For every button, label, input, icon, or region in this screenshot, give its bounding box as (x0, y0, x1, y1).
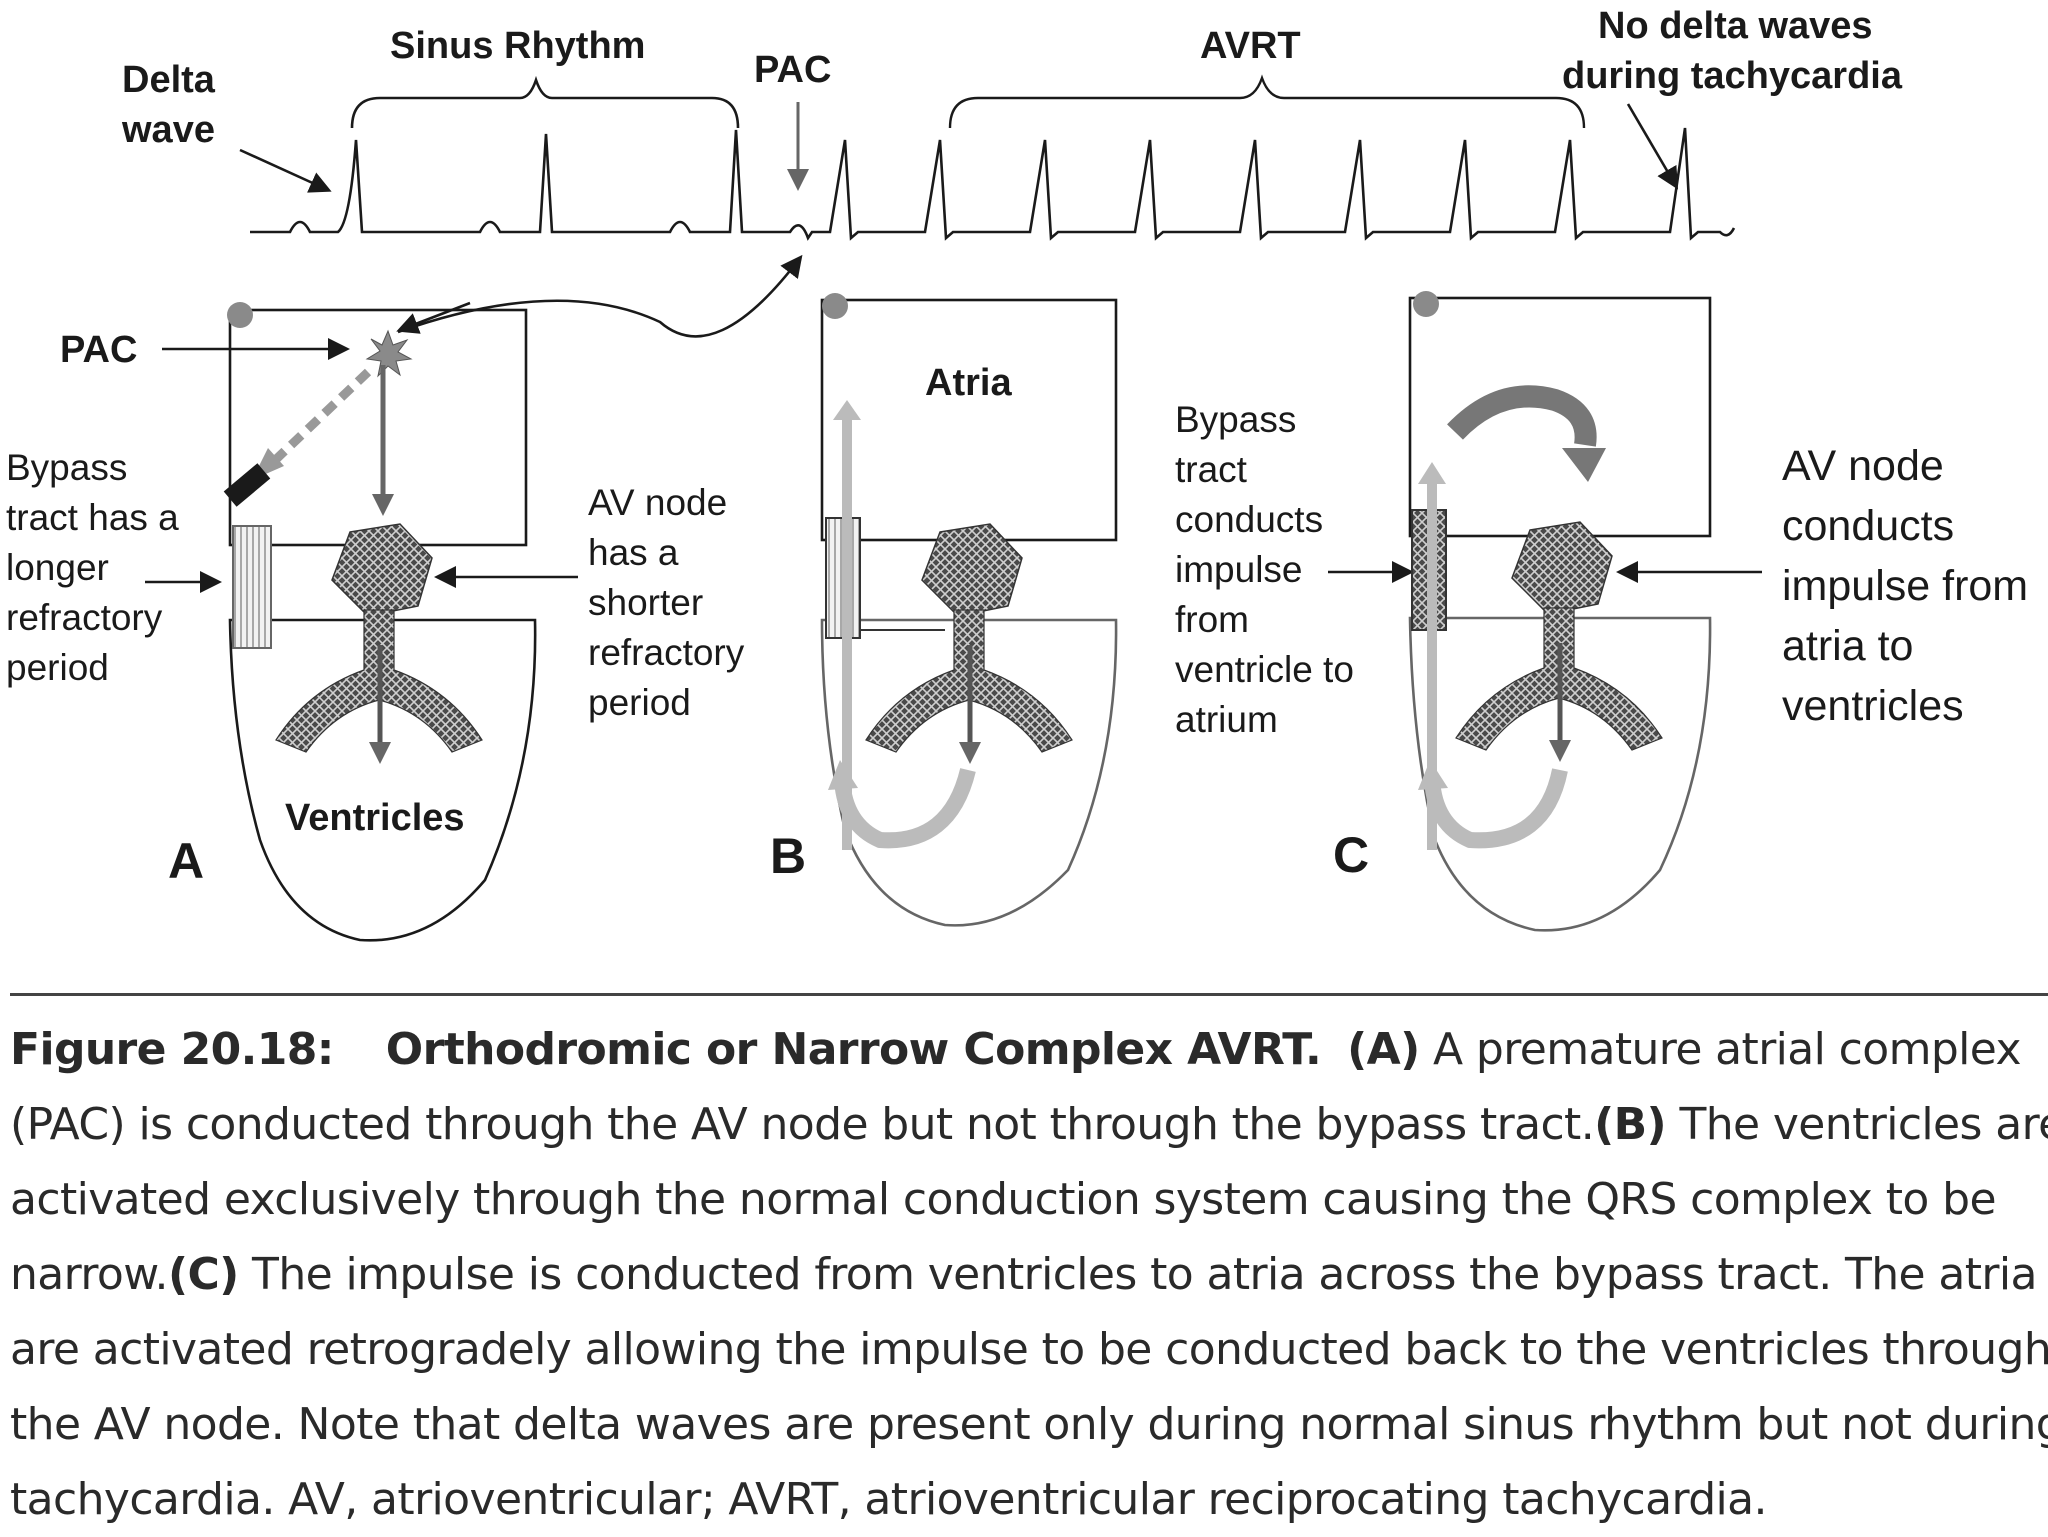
panel-c-reentry-arrow (1447, 385, 1597, 447)
panel-b-sa-node (822, 293, 848, 319)
panel-c-sa-node (1413, 291, 1439, 317)
panel-b-bypass-label-line3: conducts (1175, 499, 1323, 540)
panel-b-ventricles (820, 618, 1118, 927)
caption-line-7: tachycardia. AV, atrioventricular; AVRT,… (10, 1474, 1768, 1525)
panel-a-av-node-label-line3: shorter (588, 582, 703, 623)
panel-a-av-node (331, 523, 433, 617)
caption-line-1: Figure 20.18: Orthodromic or Narrow Compl… (10, 1012, 2048, 1087)
panel-b-loop-arrowhead (828, 760, 858, 790)
panel-c-av-node-label-line5: ventricles (1782, 682, 1964, 730)
panel-b-letter: B (770, 828, 806, 884)
panel-c-av-node-label-line2: conducts (1782, 502, 1954, 550)
sinus-rhythm-brace (350, 75, 740, 129)
panel-a-av-node-label-line4: refractory (588, 632, 745, 673)
caption-text-4: narrow. (10, 1249, 169, 1300)
panel-a-av-node-label-line1: AV node (588, 482, 727, 523)
panel-a-bypass-tract (232, 525, 272, 649)
caption-line-5: are activated retrogradely allowing the … (10, 1324, 2048, 1375)
ecg-trace (250, 127, 1736, 241)
caption-title: Orthodromic or Narrow Complex AVRT. (385, 1024, 1322, 1075)
caption-text-2: (PAC) is conducted through the AV node b… (10, 1099, 1595, 1150)
panel-b-bypass-label-line2: tract (1175, 449, 1248, 490)
panel-c-av-node-label-line3: impulse from (1782, 562, 2028, 610)
caption-line-2: (PAC) is conducted through the AV node b… (10, 1087, 2048, 1162)
ecg-strip: Delta wave Sinus Rhythm PAC AVRT No delt… (121, 5, 1903, 338)
panel-b-av-node (921, 523, 1023, 617)
panel-c-ventricles (1408, 616, 1712, 932)
sinus-rhythm-label: Sinus Rhythm (390, 25, 645, 67)
panel-b-bypass-label-line5: from (1175, 599, 1249, 640)
panel-c-av-node-label-line4: atria to (1782, 622, 1913, 670)
panel-b-bypass-label-line1: Bypass (1175, 399, 1296, 440)
panel-b-atria (820, 298, 1118, 542)
no-delta-pointer (1626, 103, 1679, 190)
caption-line-6: the AV node. Note that delta waves are p… (10, 1399, 2048, 1450)
panel-c-reentry-arrowhead (1562, 448, 1606, 482)
panel-a-sa-node (227, 302, 253, 328)
no-delta-label-line1: No delta waves (1598, 5, 1873, 47)
panel-a-ventricles-label: Ventricles (285, 797, 465, 839)
panel-a-av-node-label-line5: period (588, 682, 691, 723)
panel-b-bypass-label-line7: atrium (1175, 699, 1278, 740)
panel-b-atria-label: Atria (925, 362, 1012, 404)
panel-a-letter: A (168, 833, 204, 889)
panel-b: Atria B (770, 293, 1118, 927)
panel-a-bypass-label-line4: refractory (6, 597, 163, 638)
delta-wave-label-line1: Delta (122, 59, 216, 101)
panel-b-retrograde-arrowhead (833, 400, 861, 420)
panel-b-loop-arrow (834, 767, 976, 849)
caption-text-2b: The ventricles are (1666, 1099, 2048, 1150)
caption-text-1: A premature atrial complex (1419, 1024, 2022, 1075)
pac-link-arrowhead-front (396, 301, 471, 334)
panel-a-av-node-label-line2: has a (588, 532, 679, 573)
avrt-diagram: Delta wave Sinus Rhythm PAC AVRT No delt… (6, 5, 2028, 942)
avrt-label: AVRT (1200, 25, 1301, 67)
panel-b-bypass-label: Bypass tract conducts impulse from ventr… (1175, 399, 1414, 740)
pac-ecg-label: PAC (754, 49, 831, 91)
panel-c-av-node (1511, 521, 1613, 615)
panel-a-bypass-label-line3: longer (6, 547, 109, 588)
caption-line-4: narrow.(C) The impulse is conducted from… (10, 1237, 2048, 1312)
panel-a-bypass-label-line1: Bypass (6, 447, 127, 488)
panel-a-pac-star (365, 329, 413, 378)
caption-label-a: (A) (1347, 1024, 1420, 1075)
panel-a-bypass-label-line2: tract has a (6, 497, 179, 538)
panel-c-retrograde-arrowhead (1418, 462, 1446, 484)
caption-divider (10, 993, 2048, 996)
pac-link-arrow (397, 254, 803, 338)
panel-b-bypass-label-line6: ventricle to (1175, 649, 1354, 690)
panel-c: C AV node conducts impulse from atria to… (1333, 291, 2028, 932)
delta-wave-pointer (239, 148, 332, 193)
delta-wave-label-line2: wave (121, 109, 215, 151)
panel-c-letter: C (1333, 827, 1369, 883)
panel-a-ventricles (228, 618, 537, 942)
panel-a-blocked-pathway (266, 368, 372, 469)
panel-c-loop-arrowhead (1418, 760, 1448, 790)
panel-b-bypass-label-line4: impulse (1175, 549, 1303, 590)
no-delta-label-line2: during tachycardia (1562, 55, 1903, 97)
panel-a: PAC Bypass tract has a longer refractory… (6, 302, 745, 942)
avrt-brace (948, 74, 1586, 129)
caption-label-b: (B) (1594, 1099, 1667, 1150)
panel-a-block-bar (223, 463, 271, 507)
panel-c-av-node-label-line1: AV node (1782, 442, 1944, 490)
caption-figure-number: Figure 20.18: (10, 1024, 334, 1075)
figure-caption: Figure 20.18: Orthodromic or Narrow Compl… (10, 1012, 2048, 1537)
caption-label-c: (C) (167, 1249, 239, 1300)
panel-a-bypass-label-line5: period (6, 647, 109, 688)
caption-text-4b: The impulse is conducted from ventricles… (238, 1249, 2037, 1300)
caption-line-3: activated exclusively through the normal… (10, 1174, 1997, 1225)
panel-a-pac-label: PAC (60, 329, 137, 371)
panel-c-loop-arrow (1424, 768, 1568, 849)
